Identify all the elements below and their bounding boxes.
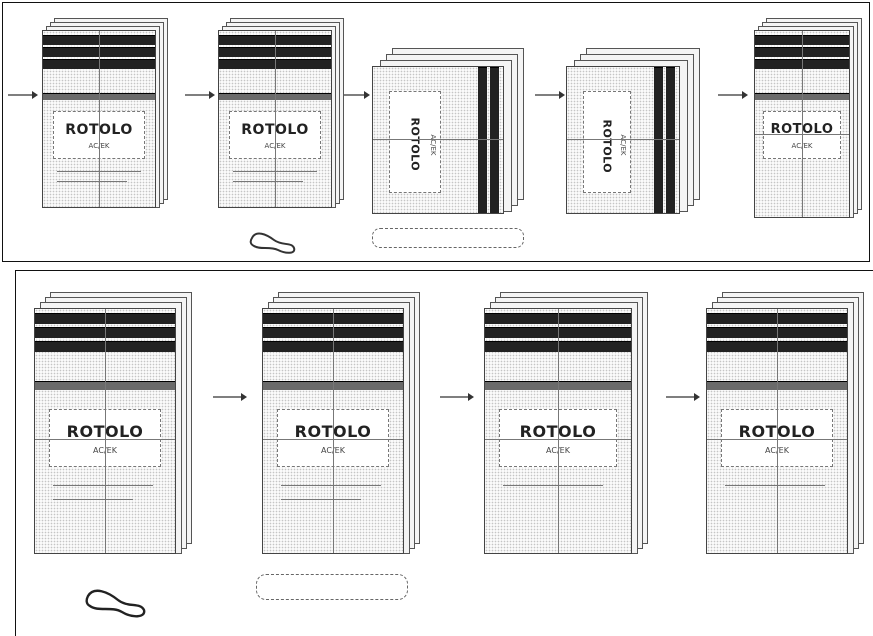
arrow-icon	[440, 390, 474, 404]
package-stack: ROTOLO AC/EK	[262, 292, 422, 554]
stage-label: ROTOLO	[409, 118, 422, 168]
rubber-band-icon	[248, 228, 298, 256]
stage-label: ROTOLO	[601, 120, 614, 166]
stage-sublabel: AC/EK	[429, 125, 437, 165]
package-stack: ROTOLO AC/EK	[218, 18, 348, 208]
arrow-icon	[213, 390, 247, 404]
arrow-icon	[8, 88, 38, 102]
package-stack: ROTOLO AC/EK	[706, 292, 866, 554]
arrow-icon	[535, 88, 565, 102]
strap-band	[256, 574, 408, 600]
package-stack-rotated: ROTOLO AC/EK	[372, 48, 532, 218]
arrow-icon	[718, 88, 748, 102]
package-stack: ROTOLO AC/EK	[484, 292, 652, 554]
package-stack: ROTOLO AC/EK	[754, 18, 866, 218]
package-stack-rotated: ROTOLO AC/EK	[566, 48, 706, 218]
stage-sublabel: AC/EK	[619, 125, 627, 165]
arrow-icon	[185, 88, 215, 102]
package-stack: ROTOLO AC/EK	[34, 292, 194, 554]
arrow-icon	[666, 390, 700, 404]
rubber-band-icon	[84, 584, 148, 620]
package-stack: ROTOLO AC/EK	[42, 18, 172, 208]
strap-band	[372, 228, 524, 248]
